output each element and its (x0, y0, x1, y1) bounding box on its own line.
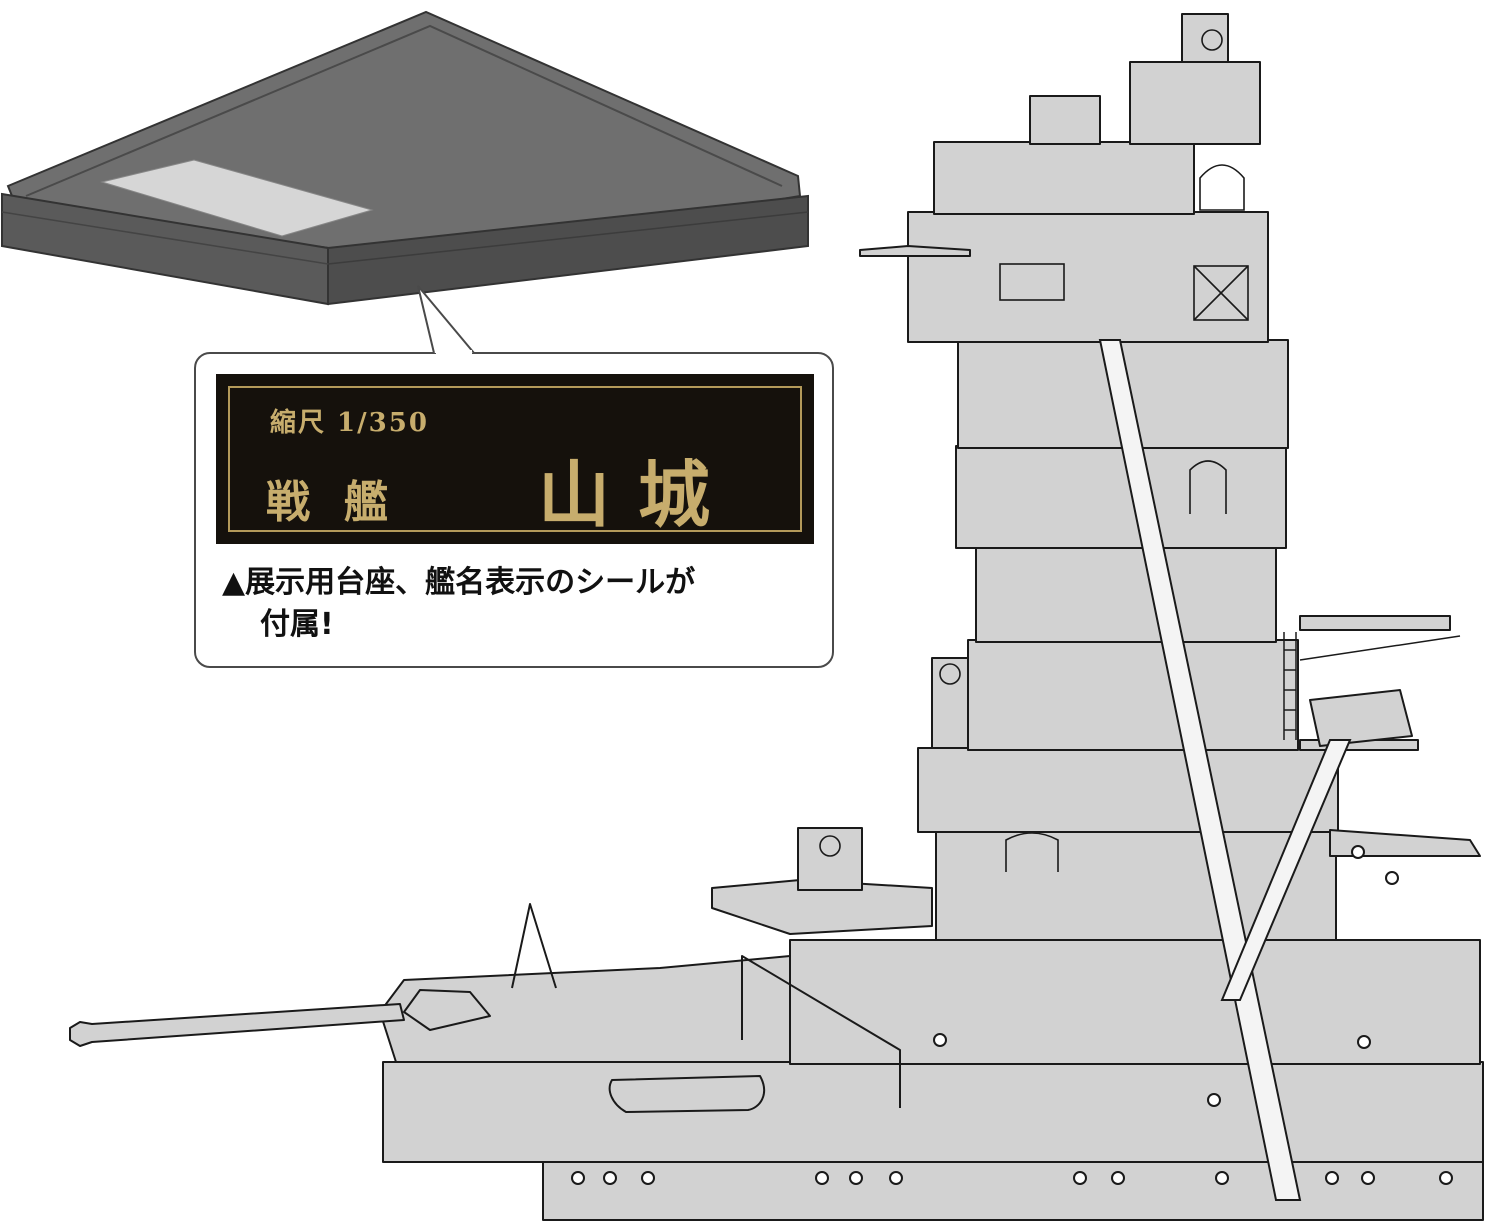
plate-ship-name: 山城 (538, 452, 739, 537)
aft-deck-edge (1329, 829, 1481, 857)
name-plate-frame (228, 386, 802, 532)
tripod-leg (1098, 339, 1302, 1201)
hull-main (382, 1061, 1484, 1163)
main-gun-barrel (69, 1003, 405, 1047)
ships-boat (608, 1075, 766, 1113)
a-frame-mast (511, 903, 557, 989)
deck-house-2 (917, 747, 1339, 833)
rangefinder-housing (1029, 95, 1101, 145)
base-label-area (100, 159, 374, 237)
upper-platform (859, 245, 971, 257)
hull-lower (542, 1159, 1484, 1221)
turret-hood (403, 989, 491, 1031)
plate-ship-type: 戦艦 (266, 477, 422, 528)
bridge-top (933, 141, 1195, 215)
plate-scale-text: 縮尺 1/350 (270, 408, 429, 438)
caption-line-1: ▲展示用台座、艦名表示のシールが (222, 565, 696, 600)
caption-text: ▲展示用台座、艦名表示のシールが 付属! (222, 562, 822, 646)
mast-tower (1129, 61, 1261, 145)
bridge-level-5 (907, 211, 1269, 343)
bridge-level-3 (955, 445, 1287, 549)
base-side-right (327, 194, 809, 306)
forward-gun-tub (797, 827, 863, 891)
bridge-level-2 (975, 545, 1277, 643)
caption-line-2: 付属! (260, 607, 334, 642)
boat-crane (741, 955, 901, 1108)
searchlight-tower (931, 657, 969, 749)
name-plate: 縮尺 1/350 戦艦 山城 (216, 374, 814, 544)
mast-top (1181, 13, 1229, 63)
bridge-level-1 (967, 639, 1299, 751)
tripod-brace (1220, 739, 1352, 1001)
base-edge-line (25, 24, 783, 197)
right-wing-platform (1299, 615, 1451, 631)
aa-mount (1309, 689, 1413, 747)
